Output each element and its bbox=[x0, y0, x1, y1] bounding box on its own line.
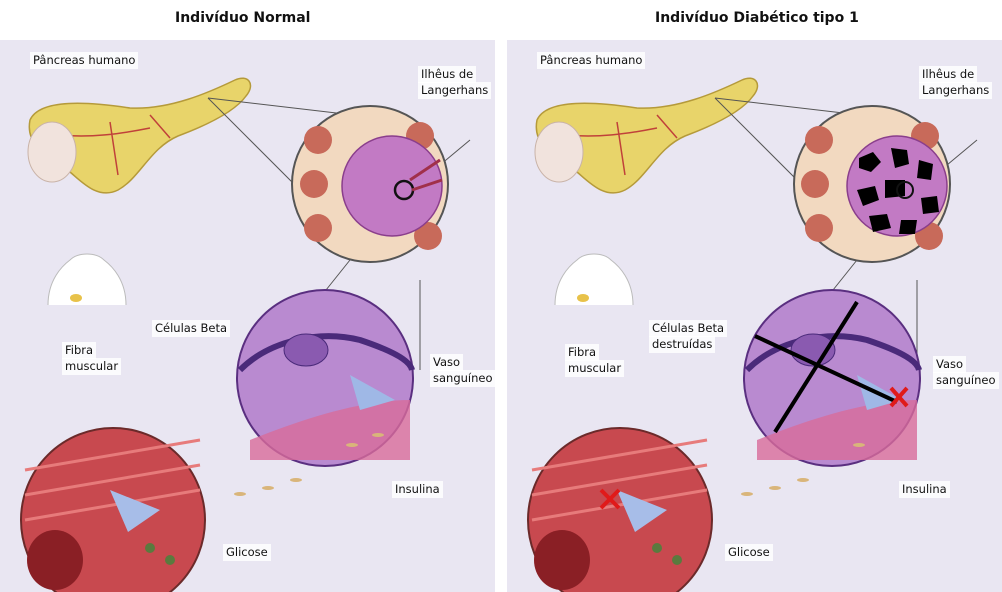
label-insulin: Insulina bbox=[392, 481, 443, 498]
beta-cell-magnifier bbox=[237, 290, 413, 466]
beta-cell-magnifier bbox=[744, 290, 920, 466]
panel-title: Indivíduo Diabético tipo 1 bbox=[655, 10, 859, 26]
label-vessel-line1: Vaso bbox=[933, 356, 966, 373]
label-islets-line2: Langerhans bbox=[919, 82, 992, 99]
label-beta-cells-line1: Células Beta bbox=[649, 320, 727, 337]
normal-illustration bbox=[0, 40, 495, 592]
panel-diabetic: Indivíduo Diabético tipo 1 bbox=[507, 0, 1002, 592]
panel-title: Indivíduo Normal bbox=[175, 10, 310, 26]
label-islets-line1: Ilhêus de bbox=[919, 66, 977, 83]
diabetic-illustration bbox=[507, 40, 1002, 592]
label-islets-line1: Ilhêus de bbox=[418, 66, 476, 83]
label-vessel-line2: sanguíneo bbox=[430, 370, 496, 387]
label-muscle-line2: muscular bbox=[62, 358, 121, 375]
islet-magnifier bbox=[292, 106, 448, 262]
label-vessel-line2: sanguíneo bbox=[933, 372, 999, 389]
label-muscle-line2: muscular bbox=[565, 360, 624, 377]
label-pancreas: Pâncreas humano bbox=[30, 52, 138, 69]
label-muscle-line1: Fibra bbox=[565, 344, 599, 361]
islet-magnifier bbox=[794, 106, 950, 262]
panel-normal: Indivíduo Normal bbox=[0, 0, 495, 592]
label-insulin: Insulina bbox=[899, 481, 950, 498]
label-islets-line2: Langerhans bbox=[418, 82, 491, 99]
label-glucose: Glicose bbox=[725, 544, 773, 561]
label-beta-cells-line2: destruídas bbox=[649, 336, 715, 353]
label-glucose: Glicose bbox=[223, 544, 271, 561]
label-vessel-line1: Vaso bbox=[430, 354, 463, 371]
label-pancreas: Pâncreas humano bbox=[537, 52, 645, 69]
label-beta-cells: Células Beta bbox=[152, 320, 230, 337]
label-muscle-line1: Fibra bbox=[62, 342, 96, 359]
